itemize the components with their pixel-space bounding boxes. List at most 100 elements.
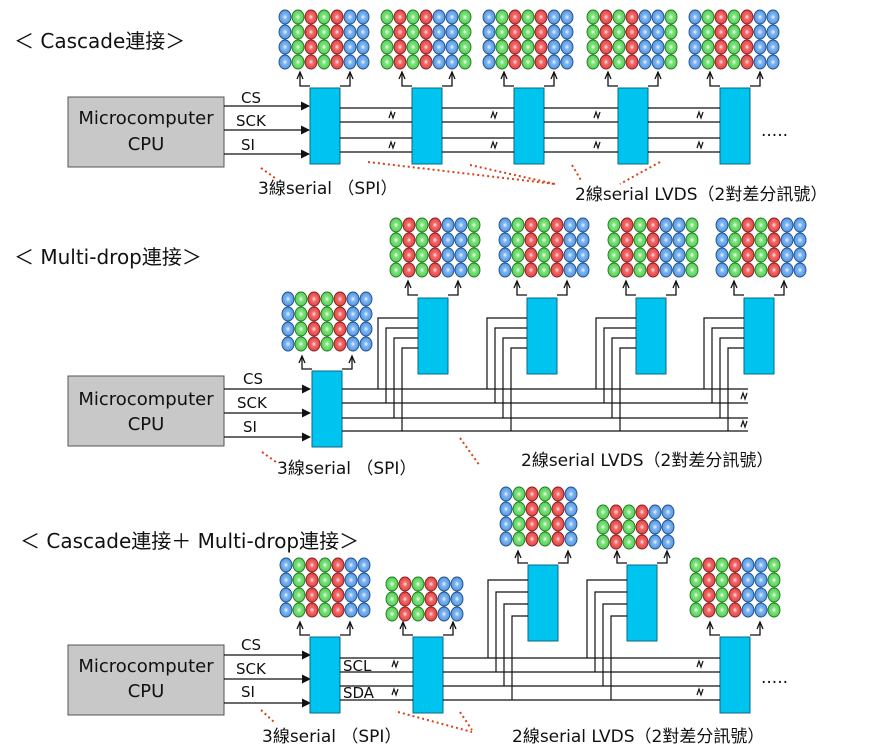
led-pixel xyxy=(664,54,678,70)
driver-ic xyxy=(527,564,559,642)
led-pixel xyxy=(609,534,623,550)
led-pixel xyxy=(612,24,626,40)
led-pixel xyxy=(753,9,767,25)
led-pixel xyxy=(633,232,647,248)
led-pixel xyxy=(393,9,407,25)
led-pixel xyxy=(380,24,394,40)
led-pixel xyxy=(576,232,590,248)
led-pixel xyxy=(304,24,318,40)
led-pixel xyxy=(441,262,455,278)
led-pixel xyxy=(753,24,767,40)
led-pixel xyxy=(754,262,768,278)
led-pixel xyxy=(499,486,513,502)
matrix-connector xyxy=(706,70,764,87)
led-pixel xyxy=(508,54,522,70)
led-pixel xyxy=(596,519,610,535)
termination-resistor xyxy=(490,140,498,150)
led-pixel xyxy=(547,24,561,40)
led-pixel xyxy=(728,232,742,248)
led-pixel xyxy=(754,572,768,588)
led-pixel xyxy=(525,501,539,517)
led-pixel xyxy=(651,24,665,40)
led-pixel xyxy=(702,587,716,603)
led-pixel xyxy=(646,247,660,263)
led-pixel xyxy=(402,232,416,248)
led-pixel xyxy=(512,486,526,502)
led-pixel xyxy=(741,262,755,278)
led-pixel xyxy=(307,291,321,307)
led-pixel xyxy=(612,9,626,25)
led-pixel xyxy=(596,534,610,550)
led-pixel xyxy=(406,9,420,25)
led-pixel xyxy=(689,587,703,603)
led-pixel xyxy=(661,504,675,520)
led-pixel xyxy=(766,39,780,55)
led-matrix xyxy=(380,9,472,70)
led-pixel xyxy=(609,504,623,520)
led-pixel xyxy=(685,232,699,248)
termination-resistor xyxy=(696,687,704,697)
led-pixel xyxy=(672,247,686,263)
led-pixel xyxy=(741,587,755,603)
led-pixel xyxy=(441,232,455,248)
continuation-ellipsis: ..... xyxy=(761,668,788,688)
led-pixel xyxy=(560,39,574,55)
led-matrices xyxy=(281,217,807,370)
led-pixel xyxy=(398,576,412,592)
driver-chain xyxy=(309,87,751,165)
led-pixel xyxy=(437,591,451,607)
led-pixel xyxy=(672,262,686,278)
matrix-connector xyxy=(514,549,572,564)
bus-label-sda: SDA xyxy=(343,684,375,702)
led-pixel xyxy=(294,321,308,337)
multidrop-section: ＜ Multi-drop連接＞ Microcomputer CPU CS SCK… xyxy=(14,217,807,479)
led-pixel xyxy=(346,306,360,322)
led-pixel xyxy=(357,572,371,588)
led-pixel xyxy=(607,232,621,248)
led-pixel xyxy=(458,54,472,70)
led-pixel xyxy=(741,247,755,263)
led-pixel xyxy=(651,39,665,55)
lvds-note: 2線serial LVDS（2對差分訊號） xyxy=(512,727,764,747)
led-pixel xyxy=(534,9,548,25)
led-pixel xyxy=(320,306,334,322)
lvds-pointer xyxy=(459,437,481,467)
cpu-label-line2: CPU xyxy=(128,414,165,435)
led-pixel xyxy=(498,232,512,248)
driver-ic xyxy=(417,297,449,375)
led-pixel xyxy=(740,9,754,25)
led-pixel xyxy=(385,576,399,592)
led-pixel xyxy=(380,9,394,25)
matrix-connector xyxy=(730,279,788,296)
led-pixel xyxy=(551,516,565,532)
spi-pointer xyxy=(261,451,277,463)
spi-note: 3線serial （SPI） xyxy=(262,727,401,747)
termination-resistor xyxy=(593,140,601,150)
led-pixel xyxy=(560,54,574,70)
led-pixel xyxy=(495,54,509,70)
drop-line xyxy=(611,337,636,418)
led-pixel xyxy=(633,262,647,278)
led-pixel xyxy=(445,24,459,40)
led-pixel xyxy=(343,39,357,55)
led-pixel xyxy=(320,321,334,337)
led-pixel xyxy=(432,39,446,55)
led-pixel xyxy=(576,247,590,263)
led-pixel xyxy=(344,572,358,588)
signal-sck-label: SCK xyxy=(237,394,268,412)
led-pixel xyxy=(767,232,781,248)
led-pixel xyxy=(437,606,451,622)
led-pixel xyxy=(511,232,525,248)
led-pixel xyxy=(333,291,347,307)
led-pixel xyxy=(317,54,331,70)
led-pixel xyxy=(445,54,459,70)
led-pixel xyxy=(512,516,526,532)
led-pixel xyxy=(538,516,552,532)
led-pixel xyxy=(406,54,420,70)
led-pixel xyxy=(651,54,665,70)
drop-line xyxy=(711,327,744,403)
led-pixel xyxy=(620,262,634,278)
led-pixel xyxy=(454,247,468,263)
led-pixel xyxy=(728,262,742,278)
led-pixel xyxy=(359,336,373,352)
